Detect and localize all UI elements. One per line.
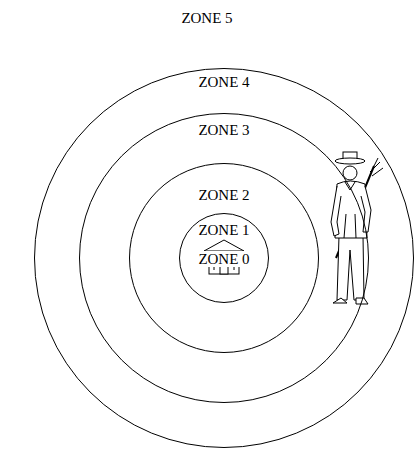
zone-label: ZONE 0 — [197, 251, 250, 267]
zone-circle: ZONE 3 ZONE 2 ZONE 1 ZONE 0 — [79, 113, 369, 403]
zone-label-row: ZONE 0 — [179, 250, 269, 268]
zone-circle: ZONE 4 ZONE 3 ZONE 2 ZONE 1 ZONE 0 — [34, 68, 414, 448]
zone-label: ZONE 3 — [198, 122, 249, 138]
zone-label-row: ZONE 3 — [79, 121, 369, 139]
zone-label: ZONE 5 — [181, 10, 232, 26]
zone-label-row: ZONE 2 — [129, 186, 319, 204]
farmer-figure — [331, 152, 383, 304]
zone-label: ZONE 2 — [198, 187, 249, 203]
zone-label-row: ZONE 4 — [34, 73, 414, 91]
zone-label: ZONE 1 — [198, 222, 249, 238]
zone-label: ZONE 4 — [198, 74, 249, 90]
zone-circle: ZONE 2 ZONE 1 ZONE 0 — [129, 163, 319, 353]
zone-circle: ZONE 1 ZONE 0 — [179, 213, 269, 303]
zone-label-row: ZONE 1 — [179, 221, 269, 239]
